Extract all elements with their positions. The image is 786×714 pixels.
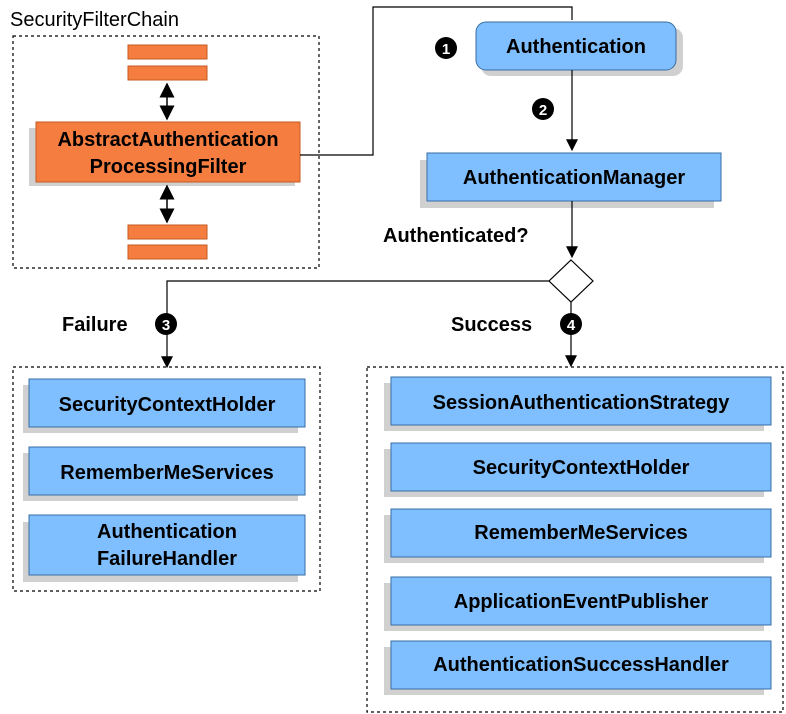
failure-handler-label-line2: FailureHandler (97, 548, 237, 570)
application-event-publisher (390, 576, 772, 626)
failure-security-context-holder-label: SecurityContextHolder (59, 394, 276, 416)
failure-group-frame (12, 366, 321, 592)
step-3-badge (155, 313, 177, 335)
success-security-context-holder-label: SecurityContextHolder (473, 457, 690, 479)
success-remember-me-services-label: RememberMeServices (474, 522, 687, 544)
success-label: Success (451, 314, 532, 336)
success-remember-me-services (390, 508, 772, 558)
authentication-box (475, 21, 677, 71)
failure-handler-label-line1: Authentication (97, 521, 237, 543)
authentication-manager-label: AuthenticationManager (463, 167, 685, 189)
filter-chain-frame (12, 35, 320, 269)
filter-bar-bottom-2 (127, 244, 208, 260)
step-2-number: 2 (539, 102, 547, 119)
filter-label-line1: AbstractAuthentication (57, 129, 278, 151)
failure-remember-me-services-label: RememberMeServices (60, 462, 273, 484)
authentication-success-handler (390, 640, 772, 690)
step-1-badge (435, 37, 457, 59)
failure-security-context-holder (28, 378, 306, 428)
filter-chain-title: SecurityFilterChain (10, 9, 179, 31)
session-authentication-strategy-label: SessionAuthenticationStrategy (433, 392, 731, 414)
decision-label: Authenticated? (383, 225, 529, 247)
authentication-manager-box (426, 152, 722, 202)
step-4-number: 4 (567, 317, 576, 334)
step-3-number: 3 (162, 317, 170, 334)
abstract-authentication-processing-filter (35, 121, 301, 183)
authentication-success-handler-label: AuthenticationSuccessHandler (433, 654, 729, 676)
step-2-badge (532, 98, 554, 120)
success-security-context-holder (390, 442, 772, 492)
filter-label-line2: ProcessingFilter (90, 156, 247, 178)
failure-remember-me-services (28, 446, 306, 496)
filter-bar-top-2 (127, 65, 208, 81)
filter-bar-top-1 (127, 44, 208, 60)
success-group-frame (366, 366, 784, 713)
authentication-failure-handler (28, 514, 306, 576)
failure-branch-connector (161, 280, 549, 369)
application-event-publisher-label: ApplicationEventPublisher (454, 591, 709, 613)
session-authentication-strategy (390, 376, 772, 426)
authentication-label: Authentication (506, 36, 646, 58)
step-4-badge (560, 313, 582, 335)
authenticated-decision-diamond (548, 259, 594, 303)
filter-to-authentication-connector (300, 6, 573, 156)
filter-bar-bottom-1 (127, 224, 208, 240)
step-1-number: 1 (442, 41, 450, 58)
failure-label: Failure (62, 314, 128, 336)
